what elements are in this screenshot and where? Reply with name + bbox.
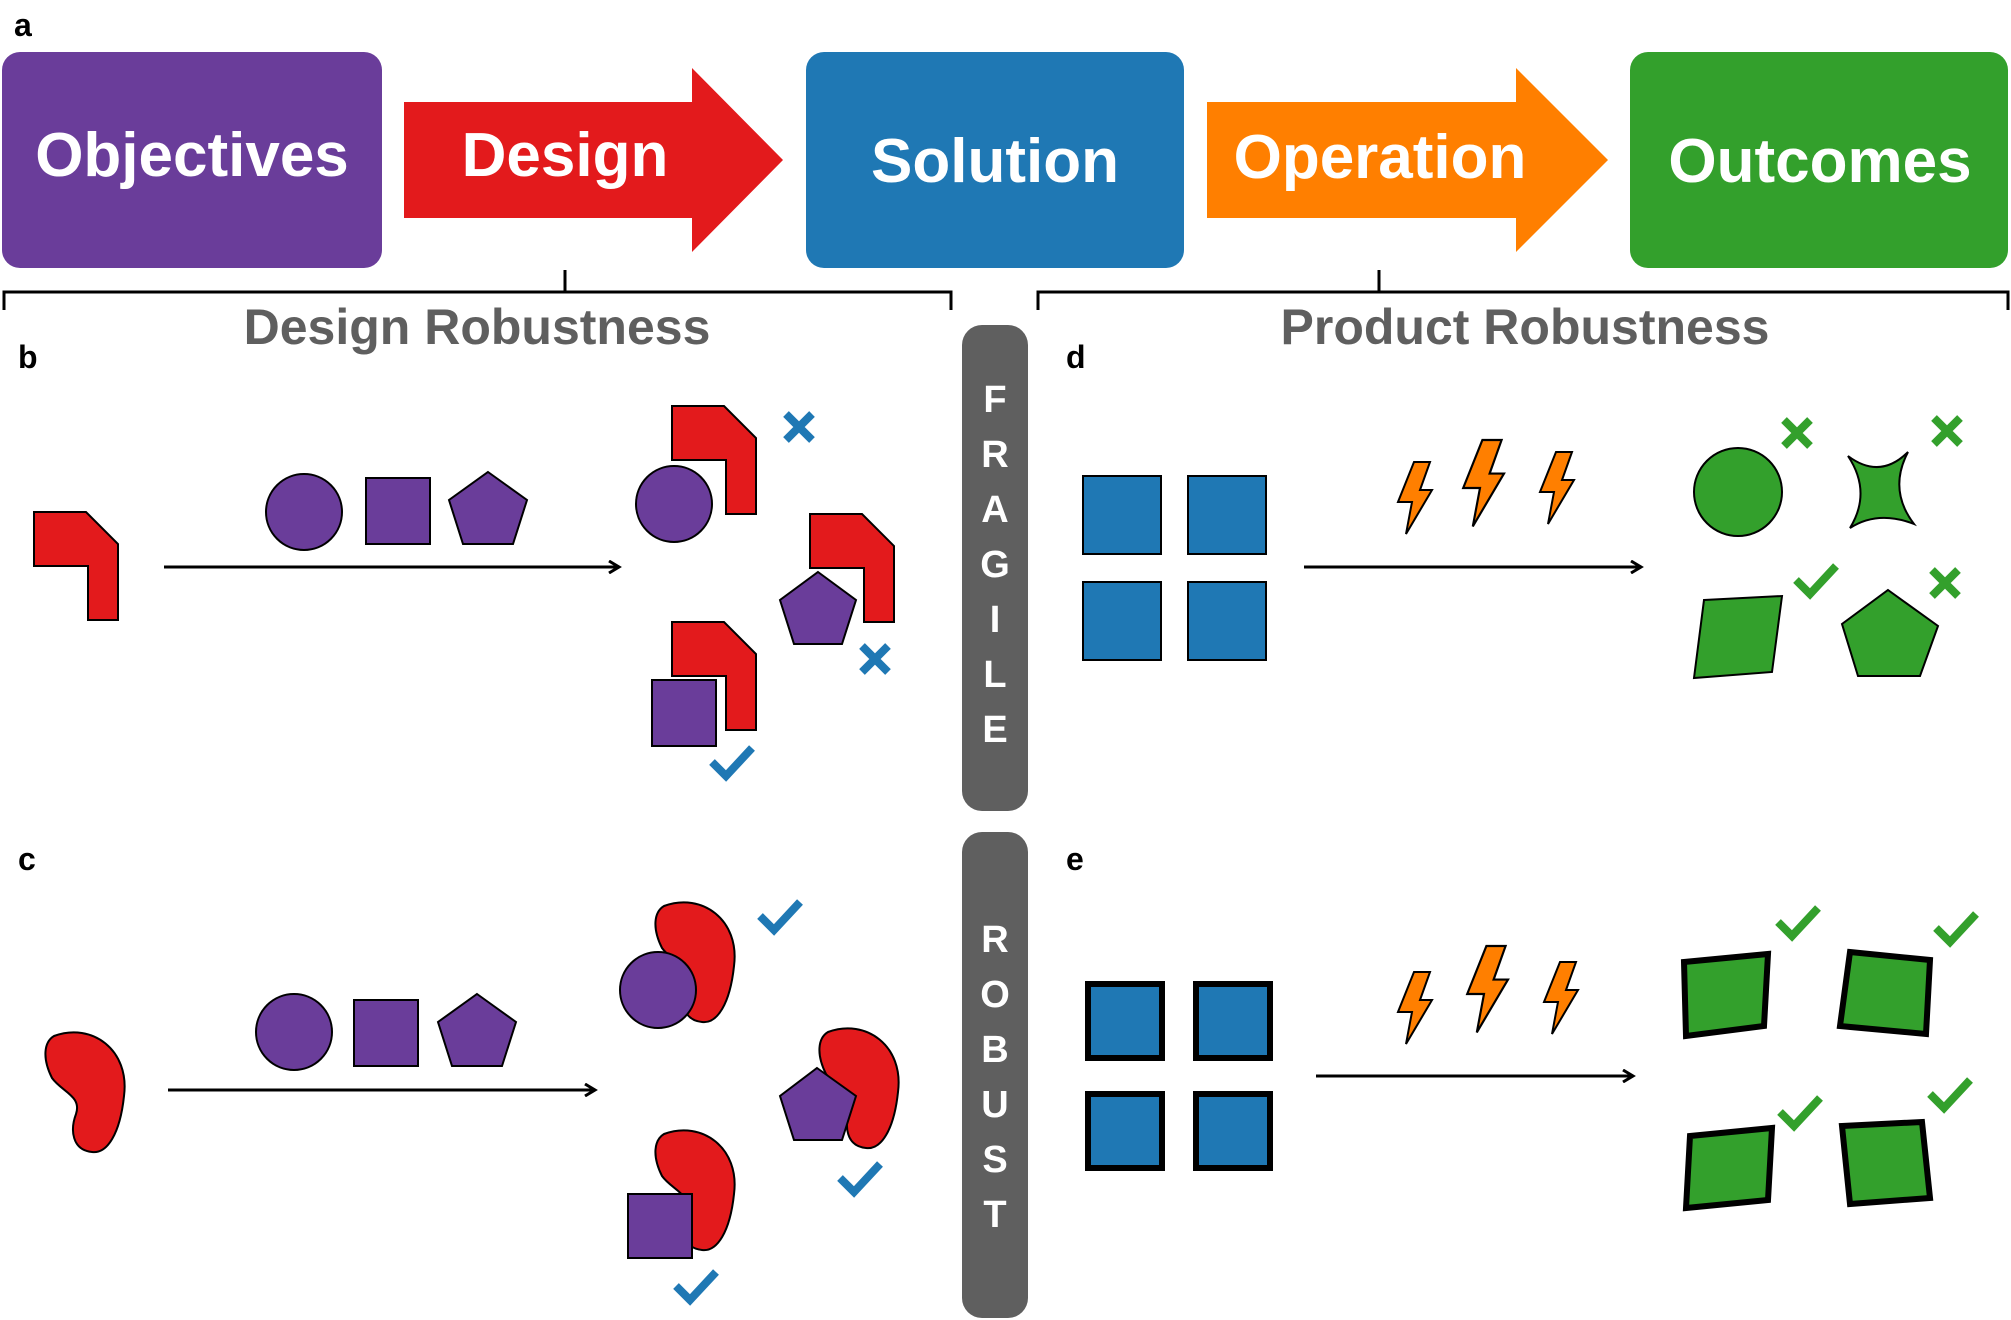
product-tile: [1085, 1091, 1165, 1171]
circle-shape: [265, 473, 343, 551]
robust-design-input: [44, 1031, 126, 1154]
pentagon-shape: [778, 570, 858, 645]
pentagon-shape: [436, 992, 518, 1067]
design-robustness-label: Design Robustness: [244, 299, 711, 355]
square-shape: [365, 477, 431, 545]
robust-letter: O: [980, 974, 1010, 1016]
panel-label-d: d: [1066, 339, 1086, 375]
fragile-letter: I: [990, 599, 1001, 641]
cross-icon: [1934, 418, 1960, 444]
square-shape: [651, 679, 717, 747]
check-icon: [1778, 908, 1818, 936]
product-tile: [1187, 581, 1267, 661]
outcome-square: [1680, 950, 1772, 1040]
circle-shape: [255, 993, 333, 1071]
check-icon: [760, 902, 800, 930]
design-label: Design: [462, 121, 669, 190]
cross-icon: [1932, 570, 1958, 596]
check-icon: [1930, 1080, 1970, 1108]
check-icon: [840, 1164, 880, 1192]
product-robustness-label: Product Robustness: [1281, 299, 1770, 355]
check-icon: [712, 748, 752, 776]
product-tile: [1082, 475, 1162, 555]
outcome-square: [1692, 594, 1784, 680]
fragile-letter: A: [981, 489, 1008, 531]
lightning-icon: [1543, 961, 1579, 1035]
outcome-square: [1838, 1118, 1934, 1208]
robust-pill: [962, 832, 1028, 1318]
fragile-letter: R: [981, 434, 1008, 476]
solution-box: [806, 52, 1184, 268]
robust-letter: S: [982, 1139, 1007, 1181]
circle-shape: [635, 465, 713, 543]
product-tile: [1085, 981, 1165, 1061]
outcome-star: [1847, 451, 1917, 529]
cross-icon: [786, 414, 812, 440]
check-icon: [1936, 914, 1976, 942]
robust-letter: U: [981, 1084, 1008, 1126]
panel-label-e: e: [1066, 841, 1084, 877]
fragile-letter: F: [983, 379, 1006, 421]
operation-label: Operation: [1234, 123, 1527, 192]
panel-b: [33, 405, 895, 776]
robust-letter: B: [981, 1029, 1008, 1071]
fragile-letter: G: [980, 544, 1010, 586]
outcome-circle: [1693, 447, 1783, 537]
lightning-icon: [1397, 461, 1433, 535]
panel-label-a: a: [14, 7, 32, 43]
panel-e: [1085, 908, 1976, 1212]
outcomes-box: [1630, 52, 2008, 268]
panel-c: [44, 902, 900, 1300]
panel-label-b: b: [18, 339, 38, 375]
circle-shape: [619, 951, 697, 1029]
product-tile: [1082, 581, 1162, 661]
robust-letter: T: [983, 1194, 1006, 1236]
outcomes-label: Outcomes: [1668, 127, 1971, 196]
check-icon: [1780, 1098, 1820, 1126]
solution-label: Solution: [871, 127, 1119, 196]
product-robustness-bracket: [1036, 270, 2010, 310]
lightning-icon: [1397, 971, 1433, 1045]
pentagon-shape: [778, 1066, 858, 1141]
fragile-design-input: [33, 511, 119, 621]
fragile-letter: L: [983, 654, 1006, 696]
product-tile: [1193, 1091, 1273, 1171]
operation-arrow: [1207, 68, 1608, 252]
lightning-icon: [1462, 438, 1506, 528]
check-icon: [1796, 566, 1836, 594]
fragile-pill: [962, 325, 1028, 811]
design-arrow: [404, 68, 783, 252]
cross-icon: [862, 646, 888, 672]
panel-label-c: c: [18, 841, 36, 877]
pentagon-shape: [447, 470, 529, 545]
lightning-icon: [1466, 944, 1510, 1034]
outcome-square: [1836, 948, 1934, 1038]
panel-d: [1082, 418, 1960, 680]
check-icon: [676, 1272, 716, 1300]
cross-icon: [1784, 420, 1810, 446]
product-tile: [1187, 475, 1267, 555]
square-shape: [627, 1193, 693, 1259]
robust-letter: R: [981, 919, 1008, 961]
objectives-box: [2, 52, 382, 268]
fragile-letter: E: [982, 709, 1007, 751]
product-tile: [1193, 981, 1273, 1061]
outcome-square: [1682, 1124, 1776, 1212]
objectives-label: Objectives: [35, 121, 349, 190]
lightning-icon: [1539, 451, 1575, 525]
design-robustness-bracket: [2, 270, 953, 310]
outcome-pentagon: [1840, 588, 1940, 677]
square-shape: [353, 999, 419, 1067]
